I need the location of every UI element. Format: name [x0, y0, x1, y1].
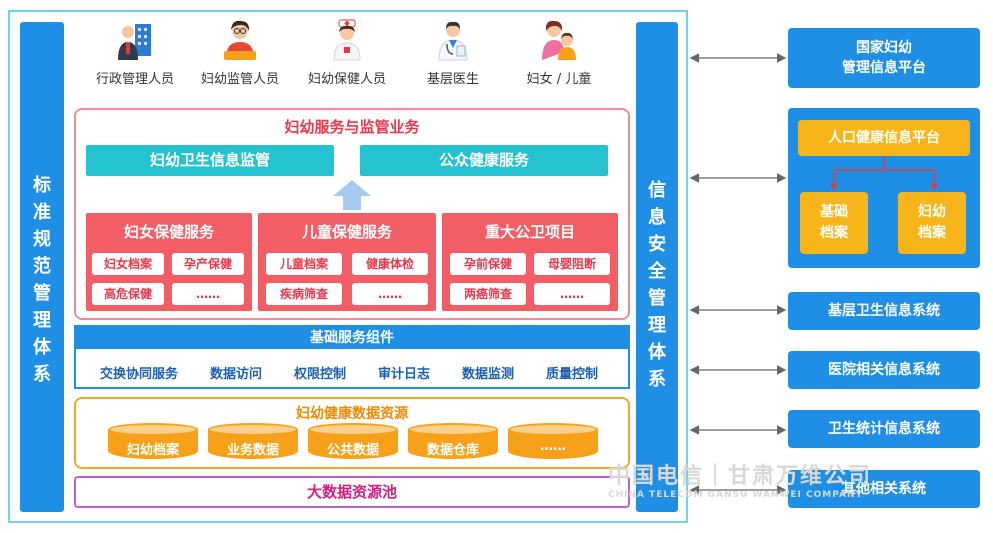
left-bar-char: 体: [33, 337, 51, 358]
mother-child-icon: [542, 20, 576, 60]
database-label: 妇幼档案: [126, 443, 179, 458]
basic-service-components-box: 基础服务组件 交换协同服务 数据访问 权限控制 审计日志 数据监测 质量控制: [74, 325, 630, 389]
basic-component-item: 权限控制: [294, 367, 347, 382]
public-health-service-bar: 公众健康服务: [360, 145, 608, 176]
national-mch-platform: 国家妇幼 管理信息平台: [788, 28, 980, 88]
right-bar-char: 安: [648, 234, 666, 255]
connector-arrows: [689, 53, 787, 495]
group-title: 妇女保健服务: [123, 223, 214, 241]
basic-component-item: 审计日志: [378, 367, 431, 382]
database-label: 公共数据: [326, 443, 379, 458]
group-title: 重大公卫项目: [484, 223, 575, 241]
service-item: 孕前保健: [450, 253, 526, 275]
left-bar-char: 理: [33, 310, 51, 331]
database-cylinder: 妇幼档案: [108, 423, 198, 463]
database-cylinder: 数据仓库: [408, 423, 498, 463]
database-label: 数据仓库: [426, 443, 479, 458]
service-item: 母婴阻断: [534, 253, 610, 275]
basic-component-item: 数据监测: [462, 367, 515, 382]
role-nurse: 妇幼保健人员: [292, 18, 402, 87]
service-item: 妇女档案: [92, 253, 164, 275]
basic-components-title: 基础服务组件: [76, 327, 628, 349]
service-item: 健康体检: [352, 253, 428, 275]
watermark-text: 中国电信｜甘肃万维公司: [608, 464, 873, 489]
database-label: 业务数据: [226, 443, 279, 458]
role-supervisor: 妇幼监管人员: [185, 18, 295, 87]
services-title: 妇幼服务与监管业务: [284, 118, 420, 136]
service-item: 疾病筛查: [266, 283, 342, 305]
maternal-child-services-box: 妇幼服务与监管业务 妇幼卫生信息监管 公众健康服务 妇女保健服务 妇女档案 孕产…: [74, 108, 630, 320]
role-label: 妇幼保健人员: [307, 72, 386, 87]
population-health-platform-group: 人口健康信息平台 基础 档案 妇幼 档案: [788, 108, 980, 268]
mch-data-resources-box: 妇幼健康数据资源 妇幼档案 业务数据 公共数据 数据仓库 ……: [74, 397, 630, 469]
role-doctor: 基层医生: [398, 18, 508, 87]
right-bar-char: 管: [648, 288, 666, 309]
nurse-icon: [333, 19, 361, 61]
left-bar-char: 范: [33, 256, 51, 277]
basic-component-item: 质量控制: [546, 367, 599, 382]
service-item-more: ……: [172, 283, 244, 305]
right-bar-char: 体: [648, 342, 666, 363]
watermark-subtext: CHINA TELECOM GANSU WANWEI COMPANY: [608, 490, 864, 500]
child-health-group: 儿童保健服务 儿童档案 健康体检 疾病筛查 ……: [258, 213, 436, 311]
up-arrow-icon: [333, 180, 371, 210]
group-title: 儿童保健服务: [301, 223, 392, 241]
database-cylinder: 业务数据: [208, 423, 298, 463]
big-data-pool: 大数据资源池: [74, 476, 630, 508]
basic-component-item: 数据访问: [210, 367, 263, 382]
hospital-info-system: 医院相关信息系统: [788, 351, 980, 389]
right-bar-char: 息: [648, 207, 666, 228]
database-cylinder: ……: [508, 423, 598, 463]
role-label: 妇幼监管人员: [200, 72, 279, 87]
doctor-icon: [438, 21, 468, 61]
database-label: ……: [540, 439, 566, 454]
left-bar-char: 准: [33, 202, 51, 223]
basic-archive-box: 基础 档案: [800, 192, 868, 254]
health-statistics-system: 卫生统计信息系统: [788, 410, 980, 448]
mch-info-supervision-bar: 妇幼卫生信息监管: [86, 145, 334, 176]
user-roles-row: 行政管理人员 妇幼监管人员 妇幼保健人员: [80, 18, 620, 98]
other-related-systems: 其他相关系统: [788, 470, 980, 508]
right-bar-char: 全: [648, 261, 666, 282]
service-item: 孕产保健: [172, 253, 244, 275]
population-health-platform: 人口健康信息平台: [798, 120, 970, 156]
women-health-group: 妇女保健服务 妇女档案 孕产保健 高危保健 ……: [86, 213, 252, 311]
right-bar-char: 信: [648, 180, 666, 201]
service-item-more: ……: [352, 283, 428, 305]
data-resources-title: 妇幼健康数据资源: [296, 406, 408, 422]
database-cylinder: 公共数据: [308, 423, 398, 463]
company-watermark: 中国电信｜甘肃万维公司 CHINA TELECOM GANSU WANWEI C…: [608, 458, 872, 500]
public-health-projects-group: 重大公卫项目 孕前保健 母婴阻断 两癌筛查 ……: [442, 213, 618, 311]
administrator-icon: [118, 24, 151, 60]
role-label: 妇女 / 儿童: [526, 72, 592, 87]
basic-component-item: 交换协同服务: [100, 367, 179, 382]
role-mother-child: 妇女 / 儿童: [504, 18, 614, 87]
supervisor-icon: [224, 20, 256, 60]
platform-branch-connector: [830, 156, 938, 190]
role-administrator: 行政管理人员: [80, 18, 190, 87]
right-bar-char: 理: [648, 315, 666, 336]
service-item: 高危保健: [92, 283, 164, 305]
service-item-more: ……: [534, 283, 610, 305]
left-bar-char: 标: [33, 175, 51, 196]
left-bar-char: 系: [33, 364, 51, 385]
left-bar-char: 管: [33, 283, 51, 304]
service-item: 两癌筛查: [450, 283, 526, 305]
role-label: 行政管理人员: [95, 72, 174, 87]
grassroots-health-system: 基层卫生信息系统: [788, 292, 980, 330]
left-bar-char: 规: [33, 229, 51, 250]
standards-management-bar: 标 准 规 范 管 理 体 系: [20, 22, 64, 512]
right-bar-char: 系: [648, 369, 666, 390]
role-label: 基层医生: [426, 72, 479, 87]
mch-archive-box: 妇幼 档案: [898, 192, 966, 254]
service-item: 儿童档案: [266, 253, 342, 275]
information-security-bar: 信 息 安 全 管 理 体 系: [636, 22, 678, 512]
